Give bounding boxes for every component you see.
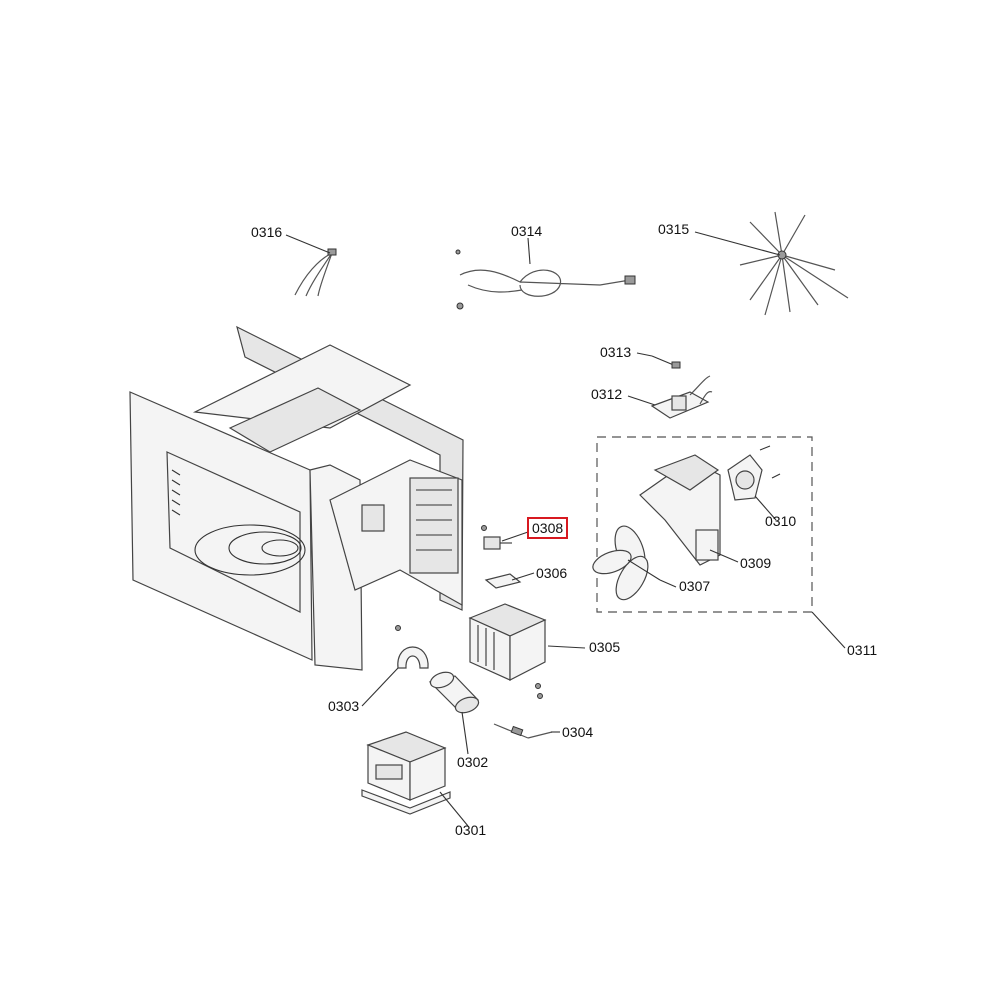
part-0313-screw: [651, 355, 681, 369]
part-0316-harness: [294, 248, 337, 297]
part-0315-harness: [739, 211, 849, 316]
label-part-0311[interactable]: 0311: [847, 642, 878, 658]
label-part-0309[interactable]: 0309: [740, 555, 772, 571]
part-0309-fan-duct: [639, 454, 721, 566]
label-part-0316[interactable]: 0316: [251, 224, 283, 240]
label-part-0310[interactable]: 0310: [765, 513, 797, 529]
part-0301-transformer: [361, 731, 451, 815]
leader-lines: [285, 231, 846, 827]
label-part-0305[interactable]: 0305: [589, 639, 621, 655]
label-part-0303[interactable]: 0303: [328, 698, 360, 714]
part-0306-bracket: [484, 573, 522, 589]
part-0304-diode: [493, 723, 553, 739]
label-part-0313[interactable]: 0313: [600, 344, 632, 360]
part-0314-harness: [455, 249, 636, 310]
label-part-0312[interactable]: 0312: [591, 386, 623, 402]
oven-housing: [129, 325, 464, 671]
label-part-0308-selected[interactable]: 0308: [527, 517, 569, 539]
part-0307-fan-blade: [592, 525, 661, 601]
label-part-0301[interactable]: 0301: [455, 822, 487, 838]
label-part-0314[interactable]: 0314: [511, 223, 543, 239]
label-part-0304[interactable]: 0304: [562, 724, 594, 740]
part-0310-fan-motor: [727, 445, 781, 501]
label-part-0315[interactable]: 0315: [658, 221, 690, 237]
label-part-0302[interactable]: 0302: [457, 754, 489, 770]
label-part-0306[interactable]: 0306: [536, 565, 568, 581]
label-part-0307[interactable]: 0307: [679, 578, 711, 594]
part-0308-thermal-cutout: [481, 525, 512, 550]
part-0302-capacitor: [428, 671, 480, 714]
part-0305-magnetron: [468, 603, 547, 699]
part-0303-clamp: [395, 625, 429, 669]
part-0312-bracket: [650, 375, 713, 419]
